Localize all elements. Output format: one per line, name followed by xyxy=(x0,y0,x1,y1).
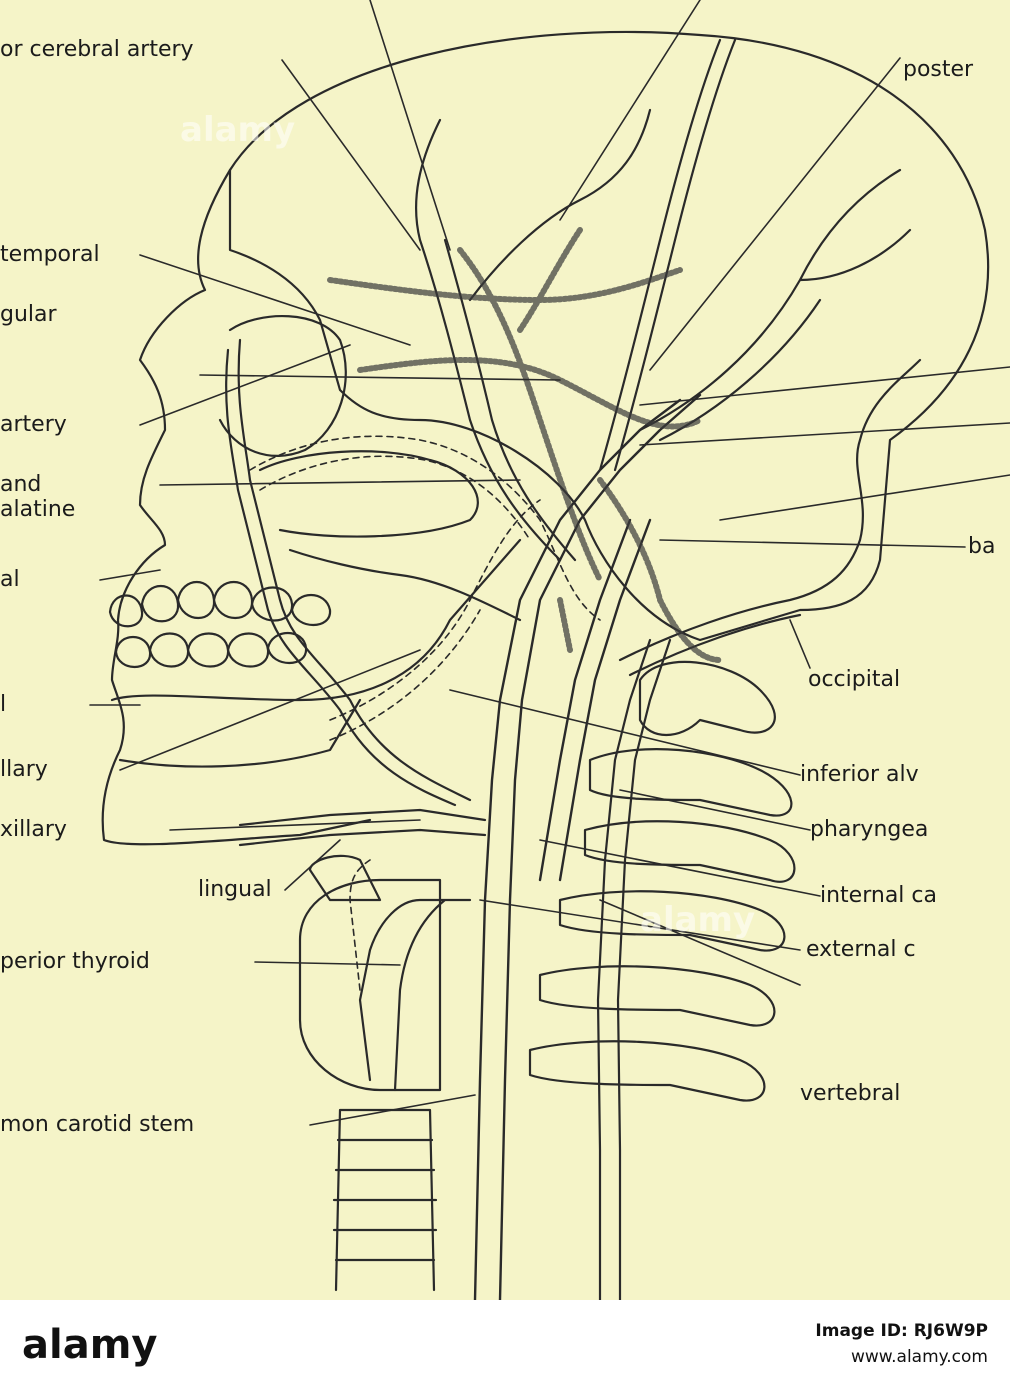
mandible xyxy=(110,538,522,768)
footer-info: Image ID: RJ6W9P www.alamy.com xyxy=(815,1318,988,1370)
label-l: l xyxy=(0,692,7,717)
orbit xyxy=(218,315,347,457)
stippled-vessels xyxy=(327,227,723,663)
label-angular: gular xyxy=(0,302,57,327)
watermark: alamy xyxy=(180,110,296,150)
cervical-vertebrae xyxy=(528,660,796,1102)
label-superior-thyroid: perior thyroid xyxy=(0,949,150,974)
face-outline xyxy=(101,168,372,846)
head-neck-arteries-drawing xyxy=(89,0,1010,1300)
facial-artery xyxy=(225,338,472,807)
anatomy-diagram: alamy alamy or cerebral artery poster te… xyxy=(0,0,1010,1300)
label-internal-carotid: internal ca xyxy=(820,883,937,908)
maxillary-temporal-branches xyxy=(288,38,912,622)
dashed-vessels xyxy=(249,435,601,991)
label-illary: llary xyxy=(0,757,48,782)
zygomatic xyxy=(258,450,479,538)
vertebral-artery xyxy=(596,638,672,1300)
site-url: www.alamy.com xyxy=(850,1347,988,1367)
label-vertebral: vertebral xyxy=(800,1081,901,1106)
label-inferior-alveolar: inferior alv xyxy=(800,762,919,787)
label-and: and xyxy=(0,472,42,497)
label-external-carotid: external c xyxy=(806,937,916,962)
label-al: al xyxy=(0,567,20,592)
label-lingual: lingual xyxy=(198,877,272,902)
label-xillary: xillary xyxy=(0,817,67,842)
label-common-carotid: mon carotid stem xyxy=(0,1112,195,1137)
upper-teeth xyxy=(108,581,332,628)
lower-teeth xyxy=(114,632,308,668)
lingual-thyroid xyxy=(238,808,487,1092)
stock-footer: alamy Image ID: RJ6W9P www.alamy.com xyxy=(0,1300,1010,1390)
image-id: Image ID: RJ6W9P xyxy=(815,1321,988,1341)
label-basilar: ba xyxy=(968,534,996,559)
leader-lines xyxy=(89,0,1010,1126)
label-anterior-cerebral: or cerebral artery xyxy=(0,37,194,62)
label-pharyngeal: pharyngea xyxy=(810,817,929,842)
occipital-artery xyxy=(618,358,922,677)
label-artery: artery xyxy=(0,412,67,437)
watermark: alamy xyxy=(640,900,756,940)
label-occipital: occipital xyxy=(808,667,901,692)
label-temporal: temporal xyxy=(0,242,100,267)
alamy-logo: alamy xyxy=(22,1322,158,1368)
skull-outline xyxy=(228,30,990,642)
label-posterior: poster xyxy=(903,57,974,82)
label-palatine: alatine xyxy=(0,497,76,522)
